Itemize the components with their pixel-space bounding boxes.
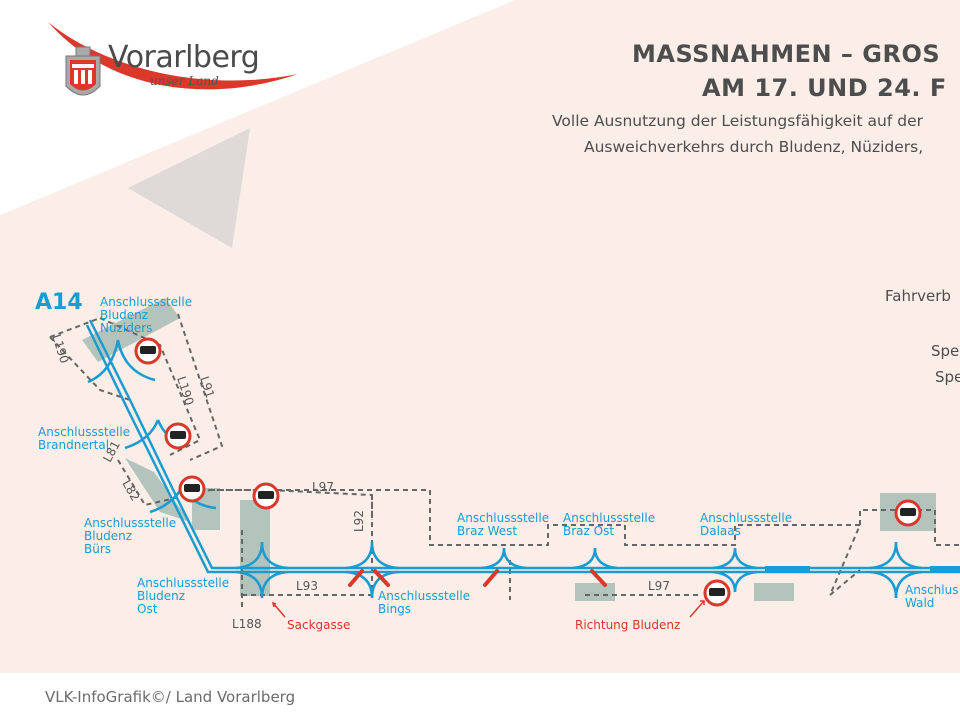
legend-item: Fahrverb bbox=[885, 287, 951, 305]
svg-text:L92: L92 bbox=[352, 510, 366, 532]
no-entry-sign bbox=[178, 475, 206, 503]
junction-label: Anschlussstelle Bludenz Ost bbox=[137, 576, 229, 616]
svg-text:L190: L190 bbox=[49, 333, 71, 365]
svg-text:Nüziders: Nüziders bbox=[100, 321, 152, 335]
svg-text:Anschlussstelle: Anschlussstelle bbox=[378, 589, 470, 603]
highway-label: A14 bbox=[35, 290, 83, 315]
footer-credit: VLK-InfoGrafik©/ Land Vorarlberg bbox=[45, 688, 296, 706]
junction-label: Anschlussstelle Brandnertal bbox=[38, 425, 130, 452]
note-richtung-bludenz: Richtung Bludenz bbox=[575, 618, 680, 632]
svg-text:Anschlussstelle: Anschlussstelle bbox=[563, 511, 655, 525]
tunnel-marks bbox=[765, 566, 960, 573]
svg-text:Bludenz: Bludenz bbox=[84, 529, 132, 543]
subtitle-line2: Ausweichverkehrs durch Bludenz, Nüziders… bbox=[584, 138, 924, 156]
junction-label: Anschlussstelle Braz West bbox=[457, 511, 549, 538]
junction-label: Anschlus Wald bbox=[905, 583, 958, 610]
svg-text:Braz Ost: Braz Ost bbox=[563, 524, 614, 538]
footer-bar bbox=[0, 673, 960, 721]
svg-text:L91: L91 bbox=[197, 375, 217, 400]
svg-text:L97: L97 bbox=[648, 579, 670, 593]
svg-text:Anschlussstelle: Anschlussstelle bbox=[38, 425, 130, 439]
svg-text:Bludenz: Bludenz bbox=[137, 589, 185, 603]
svg-text:L82: L82 bbox=[119, 478, 142, 504]
svg-text:Anschlus: Anschlus bbox=[905, 583, 958, 597]
svg-text:Dalaas: Dalaas bbox=[700, 524, 741, 538]
logo-name: Vorarlberg bbox=[108, 40, 260, 75]
svg-text:Anschlussstelle: Anschlussstelle bbox=[457, 511, 549, 525]
svg-text:Wald: Wald bbox=[905, 596, 934, 610]
no-entry-sign bbox=[252, 482, 280, 510]
svg-text:Bludenz: Bludenz bbox=[100, 308, 148, 322]
svg-text:Ost: Ost bbox=[137, 602, 158, 616]
no-entry-sign bbox=[894, 499, 922, 527]
svg-text:L190: L190 bbox=[174, 375, 196, 407]
svg-text:Brandnertal: Brandnertal bbox=[38, 438, 109, 452]
bg-white-triangle bbox=[0, 0, 515, 215]
junction-label: Anschlussstelle Bings bbox=[378, 589, 470, 616]
junction-label: Anschlussstelle Dalaas bbox=[700, 511, 792, 538]
legend-item: Spe bbox=[931, 342, 960, 360]
note-sackgasse: Sackgasse bbox=[287, 618, 350, 632]
svg-text:L93: L93 bbox=[296, 579, 318, 593]
junction-label: Anschlussstelle Bludenz Bürs bbox=[84, 516, 176, 556]
bg-shadow-wedge bbox=[128, 128, 250, 248]
svg-text:Bürs: Bürs bbox=[84, 542, 111, 556]
svg-text:Braz West: Braz West bbox=[457, 524, 517, 538]
subtitle-line1: Volle Ausnutzung der Leistungsfähigkeit … bbox=[552, 112, 923, 130]
junction-label: Anschlussstelle Braz Ost bbox=[563, 511, 655, 538]
logo-tagline: unser Land bbox=[150, 74, 219, 88]
svg-text:Anschlussstelle: Anschlussstelle bbox=[84, 516, 176, 530]
svg-text:L97: L97 bbox=[312, 480, 334, 494]
svg-text:Bings: Bings bbox=[378, 602, 411, 616]
no-entry-sign bbox=[703, 579, 731, 607]
page-title-line2: AM 17. UND 24. F bbox=[702, 74, 947, 102]
no-entry-sign bbox=[164, 422, 192, 450]
closure-crosses bbox=[348, 569, 607, 587]
logo-emblem bbox=[48, 22, 298, 96]
highlight-zones bbox=[82, 298, 936, 601]
svg-text:L188: L188 bbox=[232, 617, 262, 631]
junction-label: Anschlussstelle Bludenz Nüziders bbox=[100, 295, 192, 335]
svg-text:Anschlussstelle: Anschlussstelle bbox=[137, 576, 229, 590]
legend-item: Spe bbox=[935, 368, 960, 386]
secondary-roads bbox=[49, 313, 960, 610]
highway-a14 bbox=[85, 319, 960, 599]
note-arrows bbox=[271, 600, 705, 618]
no-entry-sign bbox=[134, 337, 162, 365]
page-title-line1: MASSNAHMEN – GROS bbox=[632, 40, 941, 68]
svg-text:Anschlussstelle: Anschlussstelle bbox=[700, 511, 792, 525]
svg-text:Anschlussstelle: Anschlussstelle bbox=[100, 295, 192, 309]
